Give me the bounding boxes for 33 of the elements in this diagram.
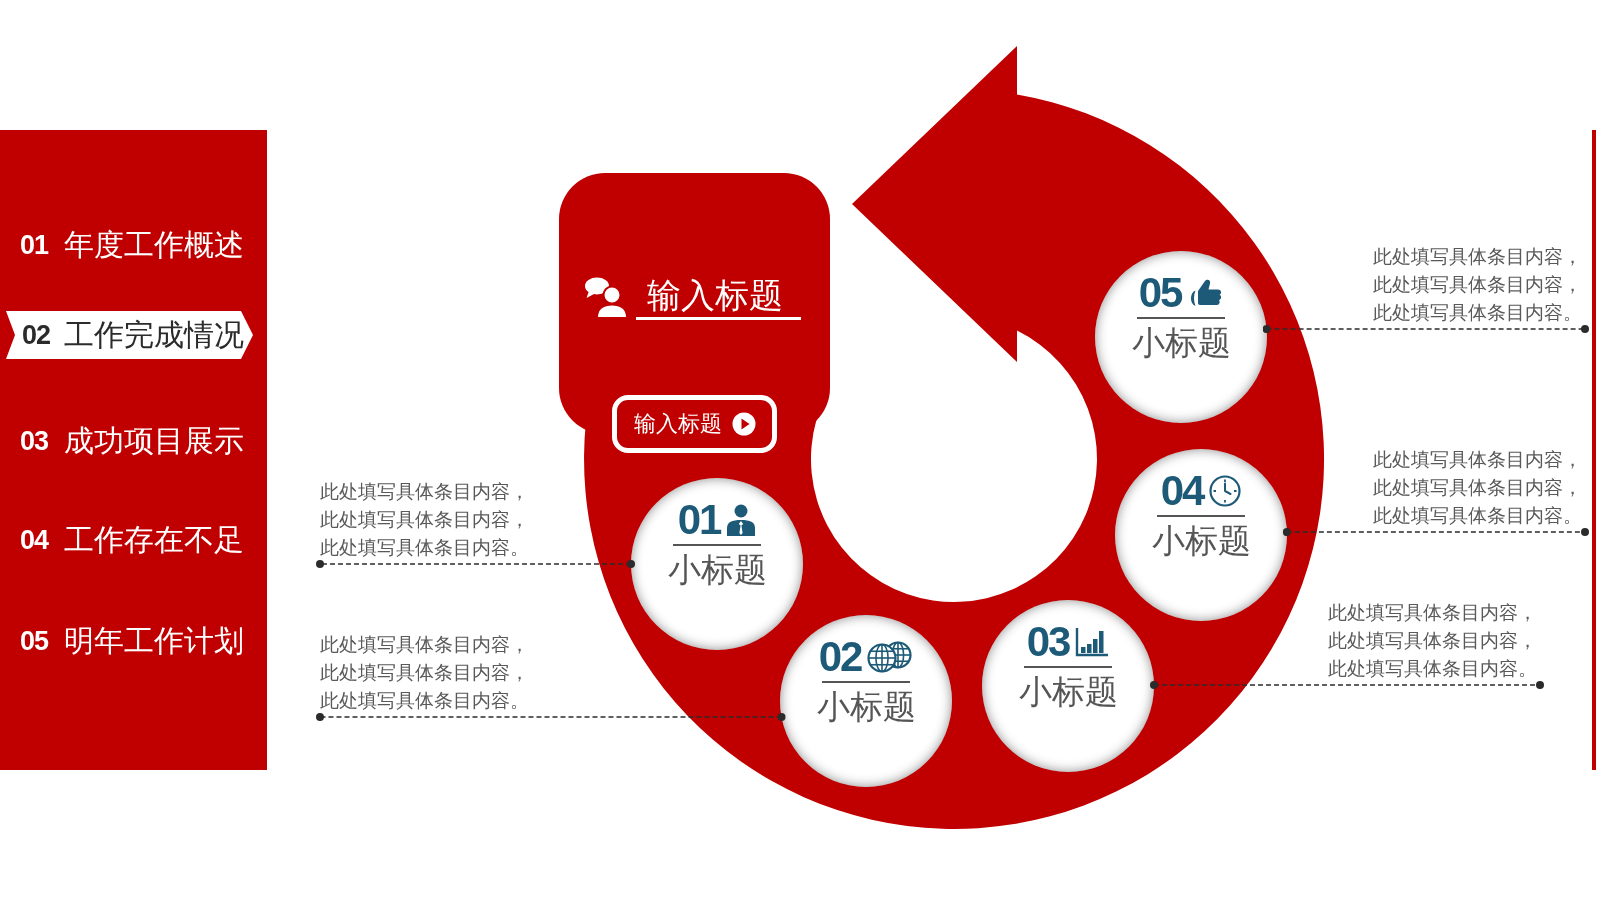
menu-number: 02 xyxy=(22,319,51,352)
menu-label: 成功项目展示 xyxy=(64,423,244,459)
menu-number: 05 xyxy=(20,625,49,658)
sidebar-panel xyxy=(0,130,267,770)
menu-label: 工作完成情况 xyxy=(64,317,244,353)
menu-number: 01 xyxy=(20,229,49,262)
step-title: 小标题 xyxy=(1018,672,1118,712)
leader-line xyxy=(1262,325,1589,333)
leader-line xyxy=(316,560,635,568)
description-text: 此处填写具体条目内容，此处填写具体条目内容，此处填写具体条目内容。 xyxy=(1328,598,1540,685)
step-title: 小标题 xyxy=(667,550,767,590)
menu-number: 04 xyxy=(20,524,49,557)
step-number: 05 xyxy=(1138,269,1182,317)
description-text: 此处填写具体条目内容，此处填写具体条目内容，此处填写具体条目内容。 xyxy=(1373,242,1585,329)
step-title: 小标题 xyxy=(816,687,916,727)
step-number: 01 xyxy=(677,496,721,544)
leader-line xyxy=(316,713,786,721)
step-title: 小标题 xyxy=(1131,323,1231,363)
leader-line xyxy=(1150,681,1544,689)
step-number: 02 xyxy=(818,633,862,681)
title-button: 输入标题 xyxy=(612,395,777,453)
description-text: 此处填写具体条目内容，此处填写具体条目内容，此处填写具体条目内容。 xyxy=(1373,445,1585,532)
menu-number: 03 xyxy=(20,425,49,458)
step-number: 03 xyxy=(1026,618,1070,666)
menu-label: 明年工作计划 xyxy=(64,623,244,659)
description-text: 此处填写具体条目内容，此处填写具体条目内容，此处填写具体条目内容。 xyxy=(320,477,532,564)
menu-label: 工作存在不足 xyxy=(64,522,244,558)
step-number: 04 xyxy=(1160,467,1204,515)
step-title: 小标题 xyxy=(1151,521,1251,561)
leader-line xyxy=(1282,528,1589,536)
card-title: 输入标题 xyxy=(647,275,783,315)
menu-label: 年度工作概述 xyxy=(64,227,244,263)
description-text: 此处填写具体条目内容，此处填写具体条目内容，此处填写具体条目内容。 xyxy=(320,630,532,717)
